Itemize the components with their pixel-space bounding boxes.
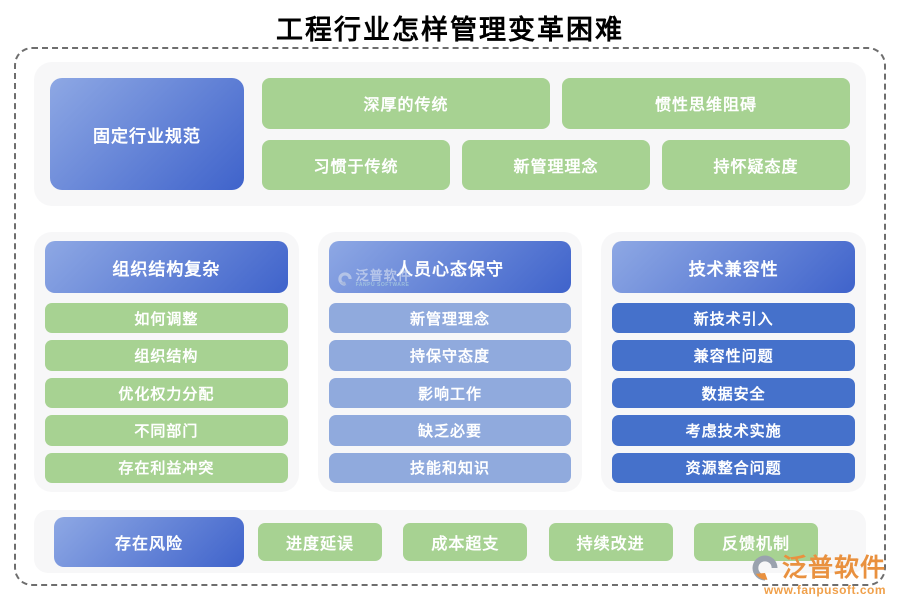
node-inertial-thinking: 惯性思维阻碍 xyxy=(562,78,850,129)
fanpu-logo: 泛普软件 www.fanpusoft.com xyxy=(750,553,886,596)
node-org-structure: 组织结构 xyxy=(45,340,288,371)
node-used-to-tradition: 习惯于传统 xyxy=(262,139,450,190)
node-affect-work: 影响工作 xyxy=(328,377,572,409)
node-cost-overrun: 成本超支 xyxy=(403,522,528,561)
column-header-label: 人员心态保守 xyxy=(395,259,504,279)
fanpu-logo-name: 泛普软件 xyxy=(781,553,886,582)
column-conservative-mindset: 人员心态保守 泛普软件 FANPU SOFTWARE 新管理理念 持保守态度 xyxy=(317,232,583,492)
middle-columns: 组织结构复杂 如何调整 组织结构 优化权力分配 不同部门 存在利益冲突 人员心态… xyxy=(34,232,866,492)
diagram-frame: 固定行业规范 深厚的传统 惯性思维阻碍 习惯于传统 新管理理念 持怀疑态度 组织… xyxy=(14,47,886,586)
node-tech-implementation: 考虑技术实施 xyxy=(612,415,855,446)
node-fixed-industry-norms: 固定行业规范 xyxy=(50,78,244,190)
column-header-org-structure: 组织结构复杂 xyxy=(45,241,288,293)
node-different-departments: 不同部门 xyxy=(45,415,288,446)
node-interest-conflict: 存在利益冲突 xyxy=(45,452,288,484)
fanpu-logo-icon xyxy=(752,555,778,581)
page-title: 工程行业怎样管理变革困难 xyxy=(276,15,624,45)
node-schedule-delay: 进度延误 xyxy=(258,522,382,561)
node-data-security: 数据安全 xyxy=(612,377,855,409)
node-compatibility-issue: 兼容性问题 xyxy=(612,340,855,371)
column-org-structure: 组织结构复杂 如何调整 组织结构 优化权力分配 不同部门 存在利益冲突 xyxy=(34,232,299,492)
fanpu-logo-url: www.fanpusoft.com xyxy=(763,583,886,597)
top-section-right: 深厚的传统 惯性思维阻碍 习惯于传统 新管理理念 持怀疑态度 xyxy=(262,78,850,190)
watermark-subtitle: FANPU SOFTWARE xyxy=(355,282,410,288)
fanpu-logo-icon xyxy=(337,271,352,286)
node-new-management-idea: 新管理理念 xyxy=(462,139,650,190)
node-feedback-mechanism: 反馈机制 xyxy=(693,522,818,561)
column-header-tech-compatibility: 技术兼容性 xyxy=(612,241,855,293)
node-new-management-concept: 新管理理念 xyxy=(328,303,572,334)
node-optimize-power: 优化权力分配 xyxy=(45,377,288,409)
node-deep-tradition: 深厚的传统 xyxy=(262,78,550,129)
node-new-tech-introduction: 新技术引入 xyxy=(612,303,855,334)
column-header-conservative-mindset: 人员心态保守 泛普软件 FANPU SOFTWARE xyxy=(328,241,572,293)
node-resource-integration: 资源整合问题 xyxy=(612,452,855,484)
bottom-section: 存在风险 进度延误 成本超支 持续改进 反馈机制 xyxy=(34,510,866,573)
top-section: 固定行业规范 深厚的传统 惯性思维阻碍 习惯于传统 新管理理念 持怀疑态度 xyxy=(34,62,866,206)
node-lack-necessary: 缺乏必要 xyxy=(328,415,572,446)
node-skeptical-attitude: 持怀疑态度 xyxy=(662,139,850,190)
column-tech-compatibility: 技术兼容性 新技术引入 兼容性问题 数据安全 考虑技术实施 资源整合问题 xyxy=(601,232,866,492)
top-row-2: 习惯于传统 新管理理念 持怀疑态度 xyxy=(262,139,850,190)
node-conservative-attitude: 持保守态度 xyxy=(328,340,572,371)
node-how-to-adjust: 如何调整 xyxy=(45,303,288,334)
fanpu-logo-row: 泛普软件 xyxy=(750,553,886,583)
node-skills-knowledge: 技能和知识 xyxy=(328,452,572,484)
bottom-green-row: 进度延误 成本超支 持续改进 反馈机制 xyxy=(258,522,818,561)
top-row-1: 深厚的传统 惯性思维阻碍 xyxy=(262,78,850,129)
node-continuous-improvement: 持续改进 xyxy=(548,522,673,561)
node-risk-exists: 存在风险 xyxy=(54,516,244,567)
